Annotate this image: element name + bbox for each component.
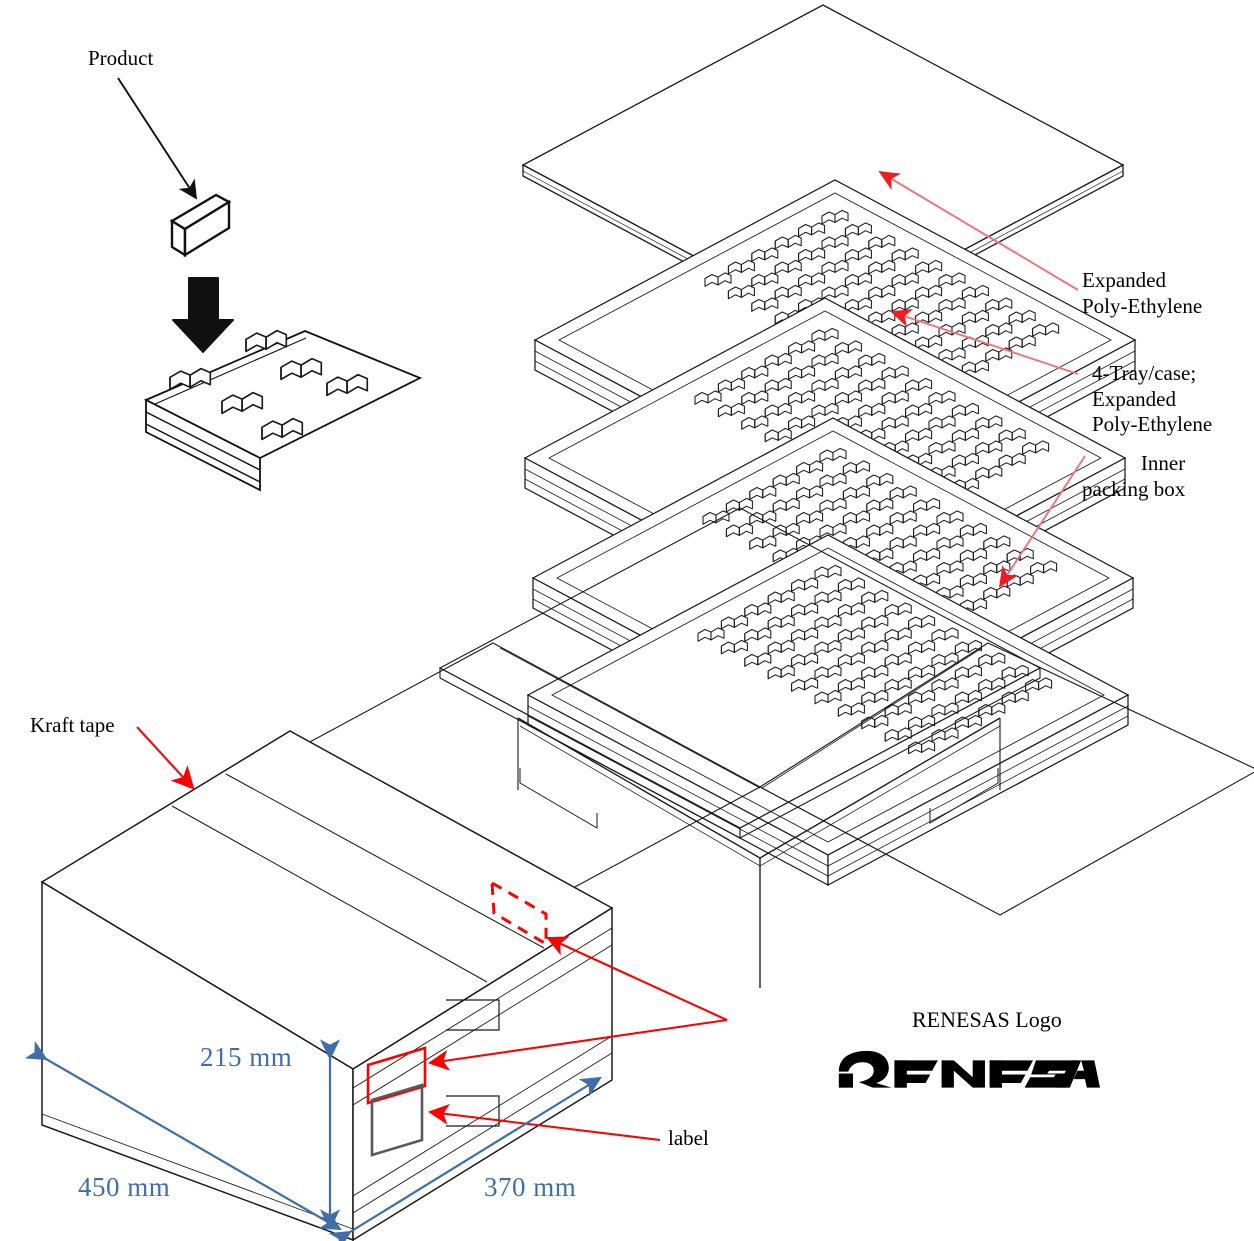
down-arrow-icon (172, 277, 234, 353)
dim-450mm-line (24, 1040, 342, 1231)
logo-zone-dashed-rect (490, 880, 548, 947)
product-illustration (117, 77, 423, 492)
product-brick-icon (169, 193, 232, 258)
leader-logo-face (427, 1018, 728, 1071)
renesas-logo-caption: RENESAS Logo (912, 1007, 1062, 1032)
leader-expanded-poly-ethylene (878, 171, 1079, 291)
leader-kraft-tape (136, 726, 195, 790)
leader-inner-packing-box (998, 455, 1086, 588)
callout-label-label: label (668, 1126, 709, 1150)
callout-leaders (878, 171, 1086, 588)
detail-tray (143, 329, 423, 492)
dimension-width-label: 370 mm (484, 1172, 577, 1202)
renesas-logo-wordmark (836, 1046, 1100, 1102)
callout-kraft-tape-label: Kraft tape (30, 713, 115, 737)
callout-product-label: Product (88, 46, 154, 70)
leader-four-tray-case (890, 308, 1079, 375)
dimension-height-label: 215 mm (200, 1042, 293, 1072)
product-leader-arrow (117, 77, 198, 200)
dimension-length-label: 450 mm (78, 1172, 171, 1202)
dim-370mm-line (328, 1076, 602, 1241)
dimension-lines (24, 1039, 602, 1241)
leader-logo-top (546, 936, 728, 1021)
sealed-shipping-box (24, 726, 728, 1241)
